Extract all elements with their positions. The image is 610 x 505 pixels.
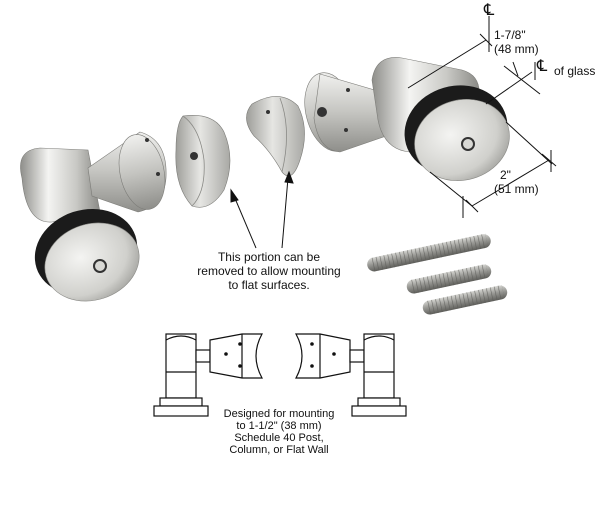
- dimension-top-imperial: 1-7/8": [494, 28, 526, 42]
- mounting-note-line: to 1-1/2" (38 mm): [236, 420, 322, 432]
- callout-line: to flat surfaces.: [228, 278, 310, 292]
- left-wedge-insert: [175, 115, 231, 208]
- dimension-width-imperial: 2": [500, 168, 511, 182]
- callout-line: removed to allow mounting: [197, 264, 341, 278]
- threaded-rods: [367, 233, 508, 315]
- schematic-left: [153, 333, 264, 417]
- threaded-rod: [422, 285, 508, 315]
- left-fitting: [20, 131, 167, 302]
- threaded-rod: [406, 264, 492, 294]
- schematic-right: [294, 333, 407, 417]
- mounting-note-line: Schedule 40 Post,: [234, 432, 324, 444]
- right-wedge-insert: [246, 96, 305, 177]
- mounting-note-line: Designed for mounting: [223, 408, 335, 420]
- dimension-glass-label: of glass: [554, 64, 596, 78]
- mounting-note-line: Column, or Flat Wall: [229, 444, 329, 456]
- dimension-lines: [407, 16, 557, 218]
- right-fitting: [304, 57, 510, 181]
- centerline-symbol-glass: ℄: [537, 58, 548, 75]
- centerline-symbol-top: ℄: [484, 2, 495, 19]
- removable-portion-callout: This portion can be removed to allow mou…: [194, 250, 344, 292]
- dimension-width-metric: (51 mm): [494, 182, 539, 196]
- mounting-note: Designed for mounting to 1-1/2" (38 mm) …: [214, 408, 344, 456]
- threaded-rod: [367, 233, 491, 272]
- callout-arrows: [230, 170, 294, 249]
- dimension-top-metric: (48 mm): [494, 42, 539, 56]
- callout-line: This portion can be: [217, 250, 321, 264]
